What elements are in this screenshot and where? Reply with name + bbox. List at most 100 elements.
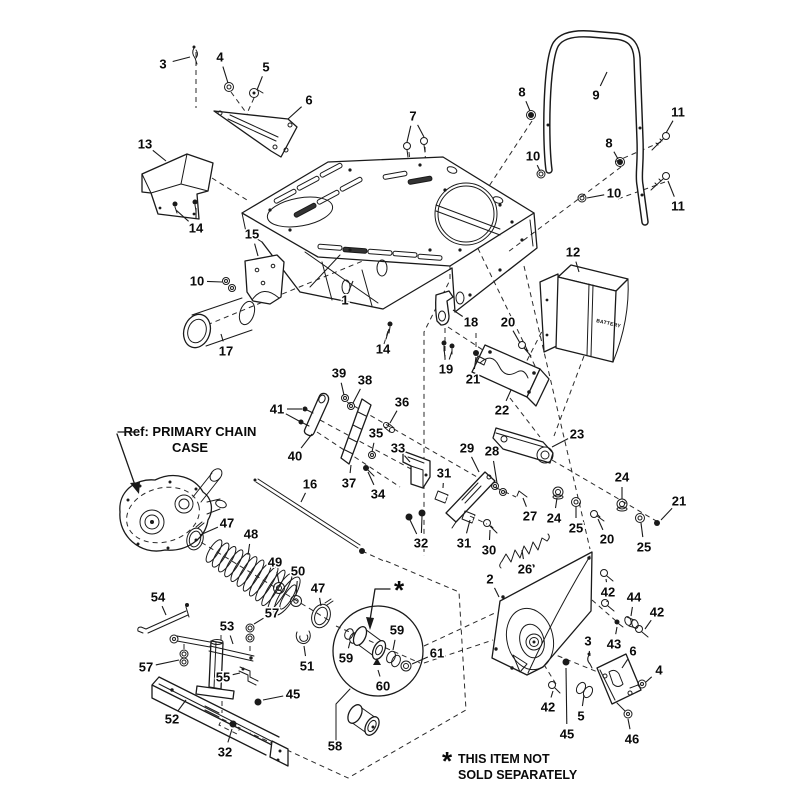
callout-42: 42 (599, 578, 617, 602)
callout-14: 14 (374, 328, 392, 358)
callout-leader (452, 309, 464, 317)
callout-number: 46 (625, 732, 639, 747)
callout-leader (371, 442, 375, 453)
callout-leader (471, 456, 480, 473)
callout-number: 24 (547, 511, 562, 526)
callout-leader (411, 656, 429, 665)
callout-number: 35 (369, 426, 383, 441)
callout-31: 31 (455, 519, 473, 552)
callout-number: 1 (341, 293, 348, 308)
detail-arrowhead-icon (366, 617, 374, 630)
callout-45: 45 (262, 685, 302, 703)
callout-number: 5 (262, 60, 269, 75)
callout-57: 57 (137, 658, 180, 676)
callout-number: 52 (165, 712, 179, 727)
callout-leader (645, 676, 653, 683)
callout-35: 35 (367, 424, 385, 453)
callout-number: 59 (390, 623, 404, 638)
clamp-part-47-right (311, 598, 334, 629)
callout-54: 54 (149, 588, 167, 616)
nut-part-35 (368, 451, 376, 459)
callout-leader (420, 515, 423, 534)
callout-number: 50 (291, 564, 305, 579)
footnote-asterisk-icon: * (442, 746, 453, 776)
callout-number: 31 (437, 466, 451, 481)
callout-number: 39 (332, 366, 346, 381)
callout-4: 4 (215, 48, 229, 84)
bolt-part-20a (518, 341, 532, 357)
callout-leader (392, 639, 396, 651)
callout-number: 21 (672, 494, 686, 509)
nut-part-8b (617, 159, 623, 165)
footnote-line1: THIS ITEM NOT (458, 752, 550, 766)
tube-part-17 (182, 297, 256, 349)
callout-37: 37 (340, 464, 358, 492)
nuts-part-10c (222, 277, 236, 292)
washer-part-25b (635, 513, 645, 523)
hook-bracket-part-18 (435, 290, 454, 326)
callout-leader (348, 280, 354, 292)
callout-number: 27 (523, 509, 537, 524)
lever-part-55 (238, 666, 259, 686)
callout-number: 32 (218, 745, 232, 760)
callout-leader (377, 669, 381, 677)
callout-8: 8 (604, 134, 619, 160)
callout-21: 21 (660, 492, 688, 521)
callout-31: 31 (435, 464, 453, 489)
callout-leader (295, 580, 298, 597)
callout-38: 38 (352, 371, 374, 404)
callout-number: 44 (627, 590, 642, 605)
callout-leader (521, 549, 524, 560)
callout-number: 2 (486, 572, 493, 587)
callout-leader (389, 410, 398, 424)
callout-3: 3 (583, 632, 593, 657)
callout-leader (232, 672, 241, 676)
handle-hoop-part (543, 30, 649, 226)
ref-note-line1: Ref: PRIMARY CHAIN (124, 424, 257, 439)
callout-leader (448, 350, 453, 360)
callout-number: 14 (376, 342, 391, 357)
callout-leader (586, 194, 605, 199)
callout-number: 6 (629, 644, 636, 659)
callout-43: 43 (605, 626, 623, 653)
callout-21: 21 (464, 356, 482, 388)
callout-3: 3 (158, 55, 191, 73)
callout-number: 9 (592, 88, 599, 103)
cover-part-13 (141, 153, 214, 220)
battery-cover-label: BATTERY (596, 318, 622, 330)
callout-number: 42 (601, 585, 615, 600)
callout-17: 17 (217, 333, 235, 360)
callout-leader (175, 209, 189, 222)
e-clip-part-51 (295, 630, 311, 645)
detail-circle-assembly (332, 605, 424, 697)
callout-leader (525, 100, 531, 112)
nut-part-21a (473, 350, 479, 356)
callout-leader (253, 617, 264, 625)
callout-6: 6 (287, 91, 314, 120)
callout-leader (575, 261, 580, 273)
callout-number: 47 (220, 516, 234, 531)
callout-leader (443, 347, 446, 360)
callout-number: 17 (219, 344, 233, 359)
callout-39: 39 (330, 364, 348, 396)
rod-part-54 (137, 603, 190, 634)
callout-number: 30 (482, 543, 496, 558)
callout-leader (522, 497, 527, 507)
callout-42: 42 (539, 690, 557, 716)
callout-number: 15 (245, 227, 259, 242)
callout-number: 34 (371, 487, 386, 502)
callout-number: 55 (216, 670, 230, 685)
side-plate-part-2 (491, 551, 593, 676)
ref-note-arrowhead-icon (130, 482, 140, 494)
callout-leader (347, 641, 351, 649)
callout-15: 15 (243, 225, 261, 257)
callout-5: 5 (256, 58, 271, 91)
callout-number: 10 (526, 149, 540, 164)
callout-leader (488, 529, 491, 541)
callout-11: 11 (667, 180, 686, 215)
footnote-line2: SOLD SEPARATELY (458, 768, 578, 782)
nut-part-32c (229, 720, 237, 728)
callout-number: 60 (376, 679, 390, 694)
nuts-part-28 (491, 482, 507, 496)
